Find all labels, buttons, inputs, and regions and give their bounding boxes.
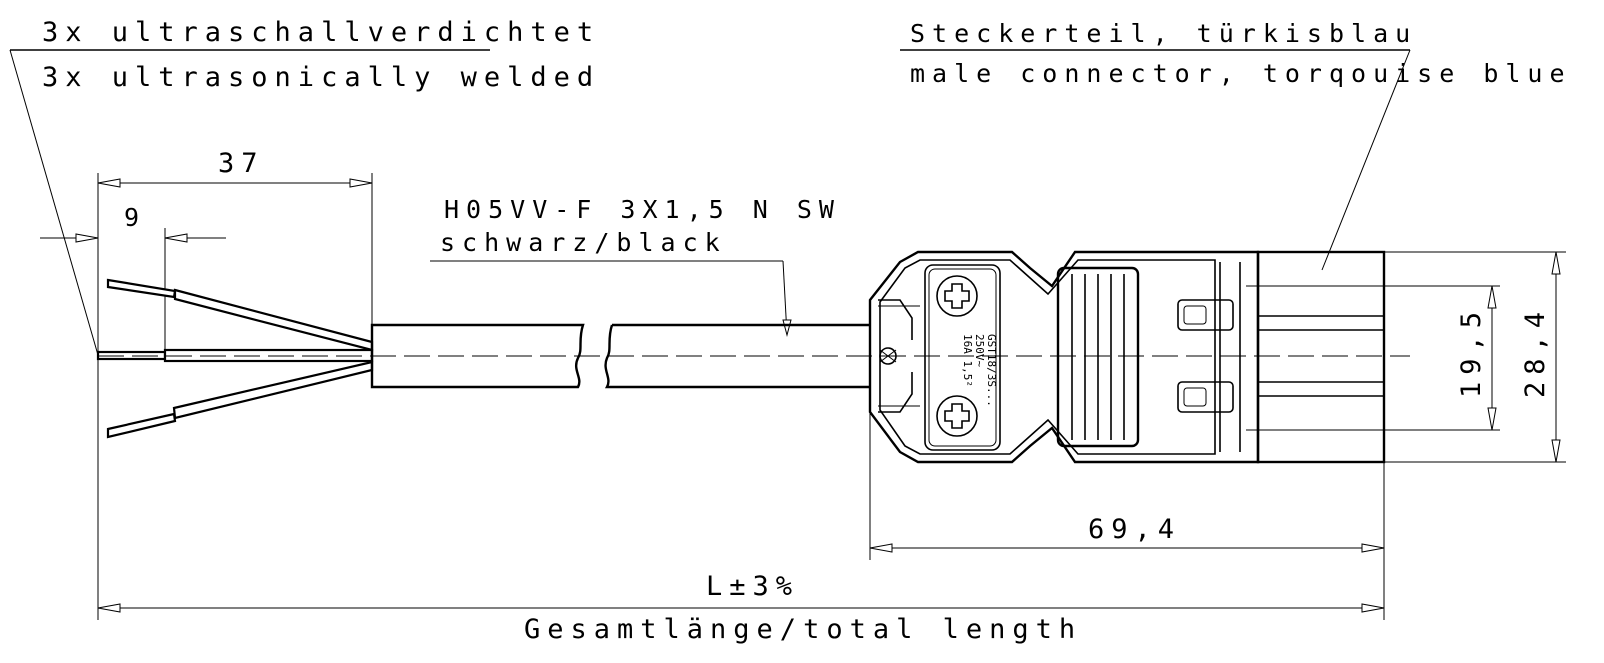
cable-sheath [370, 323, 870, 389]
svg-text:GST18/3S...: GST18/3S... [985, 334, 998, 407]
cable-color-label: schwarz/black [440, 228, 727, 257]
svg-text:250V~: 250V~ [973, 334, 986, 367]
connector-label-de: Steckerteil, türkisblau [910, 19, 1417, 48]
cable-type-label: H05VV-F 3X1,5 N SW [444, 195, 841, 224]
connector-body: GST18/3S... 250V~ 16A 1,5² [868, 250, 1500, 464]
dimension-28-4-value: 28,4 [1520, 305, 1551, 398]
weld-callout: 3x ultraschallverdichtet 3x ultrasonical… [9, 17, 600, 356]
screw-top-icon [936, 275, 978, 317]
dimension-37: 37 [97, 148, 373, 360]
dimension-28-4: 28,4 [1384, 251, 1566, 463]
total-tolerance-label: L±3% [706, 571, 799, 602]
connector-callout: Steckerteil, türkisblau male connector, … [900, 19, 1572, 271]
dimension-19-5: 19,5 [1456, 285, 1497, 431]
ground-symbol-icon [879, 347, 897, 365]
connector-marking: GST18/3S... 250V~ 16A 1,5² [961, 334, 998, 407]
dimension-total-length: L±3% Gesamtlänge/total length [97, 360, 1385, 645]
dimension-69-4: 69,4 [869, 412, 1385, 620]
cable-callout: H05VV-F 3X1,5 N SW schwarz/black [430, 195, 841, 337]
dimension-37-value: 37 [218, 148, 265, 179]
dimension-69-4-value: 69,4 [1088, 514, 1181, 545]
weld-label-de: 3x ultraschallverdichtet [42, 17, 600, 48]
dimension-9: 9 [40, 203, 226, 355]
total-length-label: Gesamtlänge/total length [524, 614, 1082, 645]
dimension-19-5-value: 19,5 [1456, 305, 1487, 398]
screw-bottom-icon [936, 395, 978, 437]
wire-ends [96, 278, 374, 439]
connector-label-en: male connector, torqouise blue [910, 59, 1572, 88]
weld-label-en: 3x ultrasonically welded [42, 62, 600, 93]
svg-text:16A 1,5²: 16A 1,5² [961, 334, 974, 387]
dimension-9-value: 9 [124, 203, 146, 232]
